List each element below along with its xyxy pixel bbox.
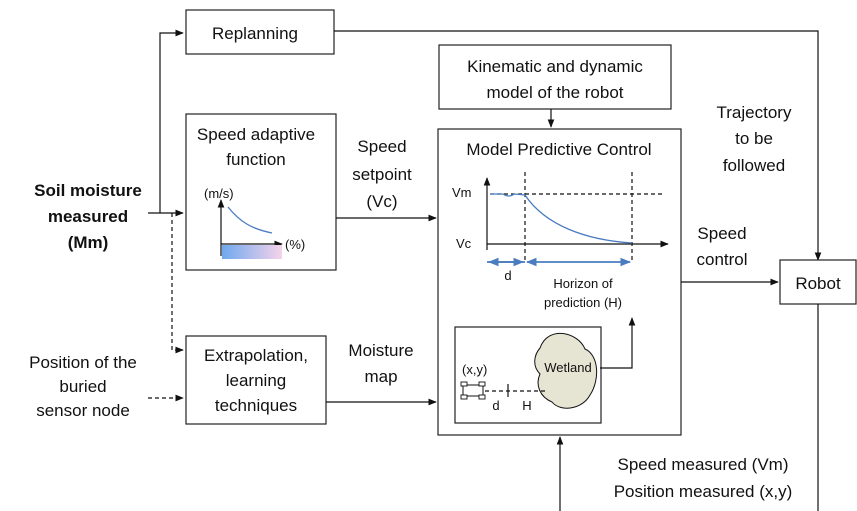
sensor-position-line-3: sensor node (36, 401, 130, 420)
robot-block (779, 259, 857, 305)
speed-plot-y-unit: (m/s) (204, 186, 234, 201)
speed-setpoint-line-1: Speed (357, 137, 406, 156)
mpc-speed-curve (490, 193, 633, 244)
wetland-shape (534, 332, 598, 409)
replanning-block (185, 9, 335, 55)
soil-moisture-input-label: Soil moisture measured (Mm) (34, 181, 142, 252)
extrapolation-line-3: techniques (215, 396, 297, 415)
kinematic-model-block (438, 44, 672, 110)
moisture-to-extrapolation-arrow (171, 213, 184, 354)
speed-adaptive-line-2: function (226, 150, 286, 169)
mpc-horizon-line-2: prediction (H) (544, 295, 622, 310)
moisture-to-replanning-arrow (159, 29, 184, 213)
speed-control-line-2: control (696, 250, 747, 269)
mpc-vc-label: Vc (456, 236, 472, 251)
extrapolation-block (185, 335, 327, 425)
robot-icon (460, 381, 486, 400)
speed-setpoint-line-2: setpoint (352, 165, 412, 184)
speed-function-plot: (m/s) (%) (204, 186, 305, 259)
moisture-map-line-1: Moisture (348, 341, 413, 360)
moisture-map-line-2: map (364, 367, 397, 386)
kinematic-model-line-1: Kinematic and dynamic (467, 57, 643, 76)
map-xy-label: (x,y) (462, 362, 487, 377)
wetland-label: Wetland (544, 360, 591, 375)
map-inset: Wetland (x,y) d H (454, 317, 636, 424)
mpc-horizon-line-1: Horizon of (553, 276, 613, 291)
sensor-position-line-1: Position of the (29, 353, 137, 372)
trajectory-line-3: followed (723, 156, 785, 175)
map-d-label: d (492, 398, 499, 413)
trajectory-arrow (334, 30, 822, 261)
sensor-position-line-2: buried (59, 377, 106, 396)
mpc-title: Model Predictive Control (466, 140, 651, 159)
soil-moisture-line-3: (Mm) (68, 233, 109, 252)
feedback-line-1: Speed measured (Vm) (617, 455, 788, 474)
robot-label: Robot (795, 274, 841, 293)
soil-moisture-line-2: measured (48, 207, 128, 226)
mpc-d-label: d (504, 268, 511, 283)
kinematic-model-line-2: model of the robot (486, 83, 623, 102)
speed-adaptive-line-1: Speed adaptive (197, 125, 315, 144)
extrapolation-line-2: learning (226, 371, 287, 390)
extrapolation-line-1: Extrapolation, (204, 346, 308, 365)
sensor-position-input-label: Position of the buried sensor node (29, 353, 137, 420)
replanning-label: Replanning (212, 24, 298, 43)
wetland-to-horizon-arrow (600, 317, 636, 369)
mpc-vm-label: Vm (452, 185, 472, 200)
speed-setpoint-line-3: (Vc) (366, 192, 397, 211)
feedback-line-2: Position measured (x,y) (614, 482, 793, 501)
soil-moisture-line-1: Soil moisture (34, 181, 142, 200)
moisture-gradient-bar (222, 245, 282, 259)
trajectory-line-1: Trajectory (717, 103, 792, 122)
mpc-speed-plot: Vm Vc d Horizon of prediction (H) (452, 172, 669, 310)
trajectory-line-2: to be (735, 129, 773, 148)
map-h-label: H (522, 398, 531, 413)
speed-plot-x-unit: (%) (285, 237, 305, 252)
speed-control-line-1: Speed (697, 224, 746, 243)
speed-adaptive-curve (227, 206, 273, 234)
